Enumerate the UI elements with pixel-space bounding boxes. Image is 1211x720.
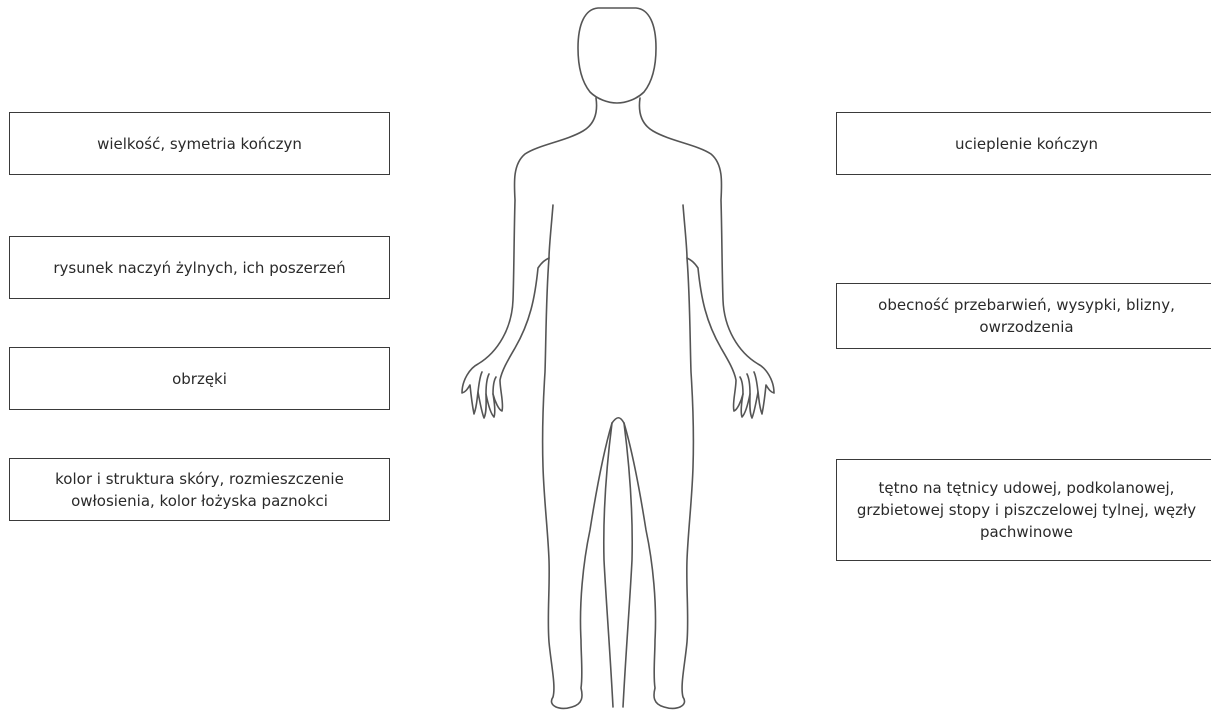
label-text: kolor i struktura skóry, rozmieszczenie … (20, 468, 379, 512)
label-box-pulse-lymph-nodes: tętno na tętnicy udowej, podkolanowej, g… (836, 459, 1211, 561)
label-box-edema: obrzęki (9, 347, 390, 410)
label-box-discoloration-rash-scars-ulcers: obecność przebarwień, wysypki, blizny, o… (836, 283, 1211, 349)
label-box-skin-hair-nails: kolor i struktura skóry, rozmieszczenie … (9, 458, 390, 521)
label-text: tętno na tętnicy udowej, podkolanowej, g… (847, 477, 1206, 543)
label-text: obecność przebarwień, wysypki, blizny, o… (847, 294, 1206, 338)
label-text: wielkość, symetria kończyn (97, 133, 302, 155)
label-text: obrzęki (172, 368, 227, 390)
label-text: rysunek naczyń żylnych, ich poszerzeń (53, 257, 345, 279)
label-text: ucieplenie kończyn (955, 133, 1098, 155)
label-box-limb-size-symmetry: wielkość, symetria kończyn (9, 112, 390, 175)
label-box-venous-pattern: rysunek naczyń żylnych, ich poszerzeń (9, 236, 390, 299)
label-box-limb-warmth: ucieplenie kończyn (836, 112, 1211, 175)
